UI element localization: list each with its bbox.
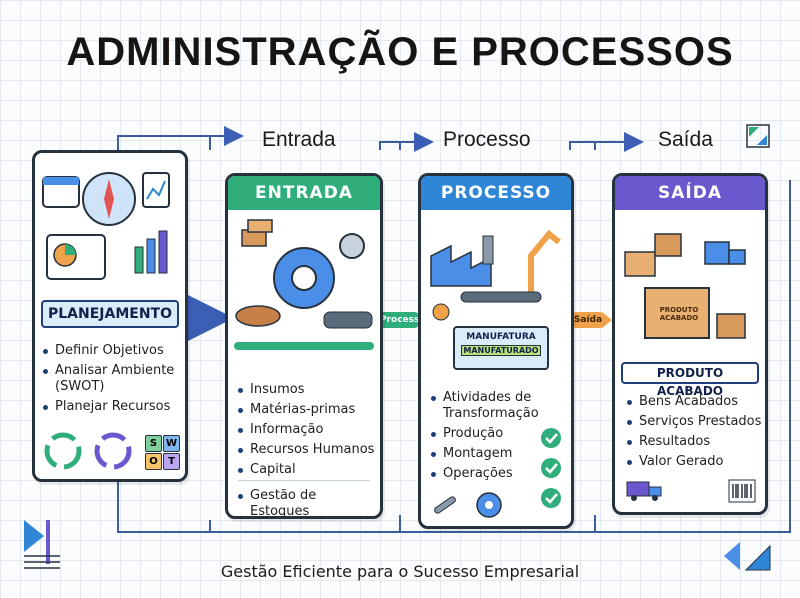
factory-sign-bottom: MANUFATURADO	[461, 345, 541, 356]
connector-saida: Saída	[573, 312, 603, 328]
tools-icons	[434, 492, 502, 518]
planejamento-list: Definir Objetivos Analisar Ambiente (SWO…	[43, 343, 183, 419]
list-item: Capital	[238, 462, 378, 478]
list-item: Valor Gerado	[627, 454, 765, 470]
list-item: Insumos	[238, 382, 378, 398]
cycle-icon	[44, 432, 132, 470]
list-item: Bens Acabados	[627, 394, 765, 410]
saida-header: SAÍDA	[615, 176, 765, 210]
connector-processo: Processo	[380, 312, 426, 328]
entrada-band	[234, 342, 374, 350]
list-item: Planejar Recursos	[43, 399, 183, 415]
factory-illustration	[430, 229, 561, 321]
list-item: Gestão de Estoques	[238, 488, 378, 516]
processo-list: Atividades de Transformação Produção Mon…	[431, 390, 541, 486]
list-item: Matérias-primas	[238, 402, 378, 418]
entrada-extra-list: Gestão de Estoques	[238, 488, 378, 516]
input-illustration	[235, 219, 373, 329]
list-item: Produção	[431, 426, 541, 442]
entrada-list: Insumos Matérias-primas Informação Recur…	[238, 382, 378, 482]
saida-list: Bens Acabados Serviços Prestados Resulta…	[627, 394, 765, 474]
swot-o: O	[145, 453, 162, 470]
list-item: Informação	[238, 422, 378, 438]
box-label: PRODUTO ACABADO	[659, 306, 699, 322]
corner-logo-top-right	[746, 124, 770, 148]
footer-tagline: Gestão Eficiente para o Sucesso Empresar…	[220, 562, 580, 581]
factory-sign: MANUFATURA MANUFATURADO	[453, 326, 549, 370]
corner-logo-bottom-left	[24, 520, 60, 569]
check-icons	[541, 428, 561, 508]
swot-t: T	[163, 453, 180, 470]
saida-panel: SAÍDA PRODUTO ACABADO PRODUTO ACABADO Be…	[612, 173, 768, 515]
planning-illustration	[42, 172, 170, 280]
list-item: Serviços Prestados	[627, 414, 765, 430]
list-item: Definir Objetivos	[43, 343, 183, 359]
truck-icon	[626, 481, 662, 501]
page-title: ADMINISTRAÇÃO E PROCESSOS	[66, 30, 734, 74]
planejamento-panel: PLANEJAMENTO Definir Objetivos Analisar …	[32, 150, 188, 482]
entrada-divider	[238, 480, 370, 481]
list-item: Resultados	[627, 434, 765, 450]
swot-s: S	[145, 435, 162, 452]
stage-label-processo: Processo	[443, 128, 531, 151]
list-item: Operações	[431, 466, 541, 482]
list-item: Recursos Humanos	[238, 442, 378, 458]
list-item: Analisar Ambiente (SWOT)	[43, 363, 183, 395]
barcode-icon	[728, 479, 756, 503]
factory-sign-top: MANUFATURA	[466, 332, 536, 342]
processo-panel: PROCESSO MANUFATURA MANUFATURADO Ativida…	[418, 173, 574, 529]
corner-logo-bottom-right	[724, 542, 771, 571]
list-item: Atividades de Transformação	[431, 390, 541, 422]
swot-w: W	[163, 435, 180, 452]
saida-band: PRODUTO ACABADO	[621, 362, 759, 398]
entrada-header: ENTRADA	[228, 176, 380, 210]
entrada-panel: ENTRADA Insumos Matérias-primas Informaç…	[225, 173, 383, 519]
stage-label-entrada: Entrada	[262, 128, 336, 151]
list-item: Montagem	[431, 446, 541, 462]
output-illustration	[624, 233, 746, 339]
stage-label-saida: Saída	[658, 128, 713, 151]
planejamento-band: PLANEJAMENTO	[41, 300, 179, 328]
processo-header: PROCESSO	[421, 176, 571, 210]
